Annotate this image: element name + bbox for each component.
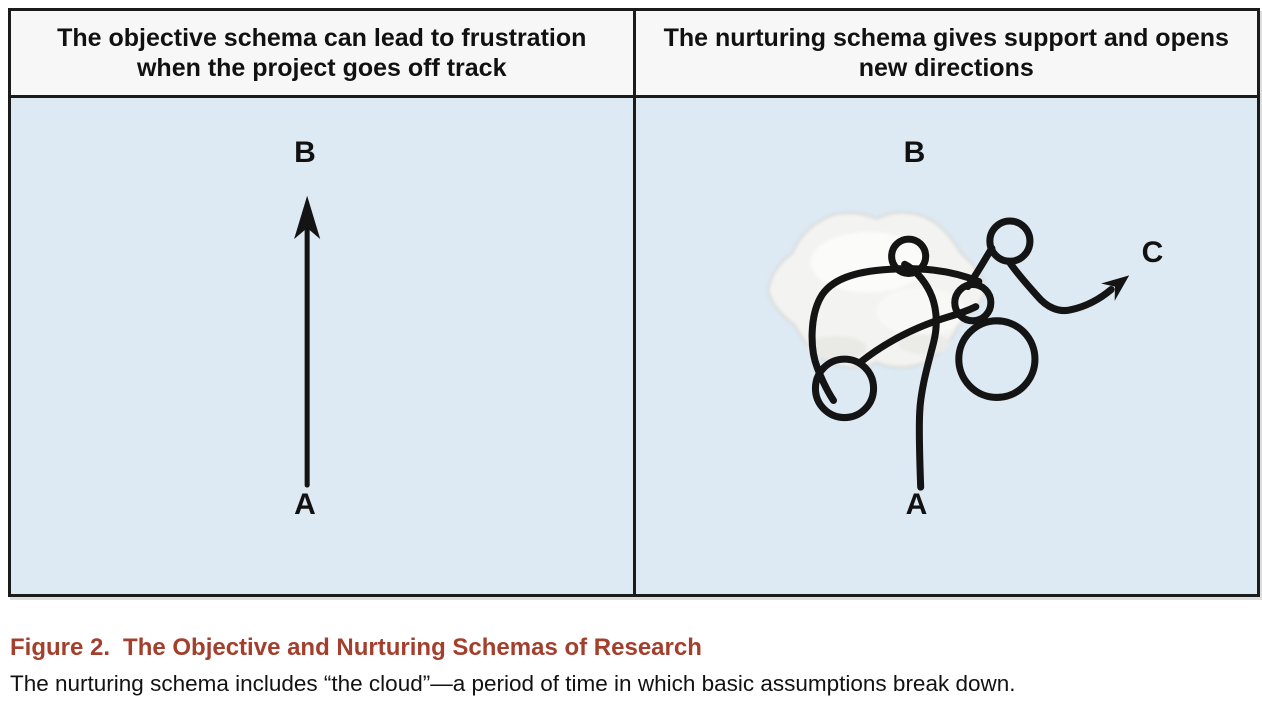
objective-schema-panel: The objective schema can lead to frustra…: [11, 11, 636, 594]
scribble-loop-big-right: [954, 317, 1038, 401]
point-c-label: C: [1141, 236, 1164, 269]
nurturing-schema-diagram: B A C: [635, 98, 1257, 594]
nurturing-schema-header: The nurturing schema gives support and o…: [635, 11, 1257, 98]
figure-caption-text: The nurturing schema includes “the cloud…: [10, 670, 1016, 696]
scribble-loop-top: [887, 235, 929, 277]
figure-number: Figure 2.: [10, 634, 111, 661]
point-b-label: B: [294, 136, 316, 169]
cloud-shadow: [805, 335, 867, 361]
objective-schema-header: The objective schema can lead to frustra…: [11, 11, 633, 98]
point-b-label: B: [903, 136, 926, 169]
cloud-highlight: [876, 287, 965, 336]
tangled-path-graphic: [766, 211, 1129, 491]
cloud-icon: [766, 211, 986, 369]
figure-caption-heading: Figure 2. The Objective and Nurturing Sch…: [10, 634, 1254, 663]
point-a-label: A: [905, 488, 928, 521]
figure-caption: Figure 2. The Objective and Nurturing Sch…: [10, 634, 1254, 698]
scribble-diagonal: [856, 303, 979, 366]
straight-arrow-graphic: [294, 195, 321, 488]
up-arrowhead-icon: [294, 195, 321, 240]
point-a-label: A: [294, 488, 316, 521]
curved-arrowhead-icon: [1100, 275, 1129, 301]
figure-title: The Objective and Nurturing Schemas of R…: [123, 634, 702, 661]
scribble-path: [808, 217, 1129, 491]
objective-schema-diagram: B A: [11, 98, 633, 594]
schema-comparison-table: The objective schema can lead to frustra…: [8, 8, 1260, 597]
scribble-loop-top-right: [985, 217, 1033, 265]
scribble-loop-bottom-left: [811, 355, 877, 422]
scribble-exit-swoosh: [1004, 257, 1115, 315]
nurturing-schema-panel: The nurturing schema gives support and o…: [635, 11, 1257, 594]
scribble-tail: [900, 260, 940, 491]
